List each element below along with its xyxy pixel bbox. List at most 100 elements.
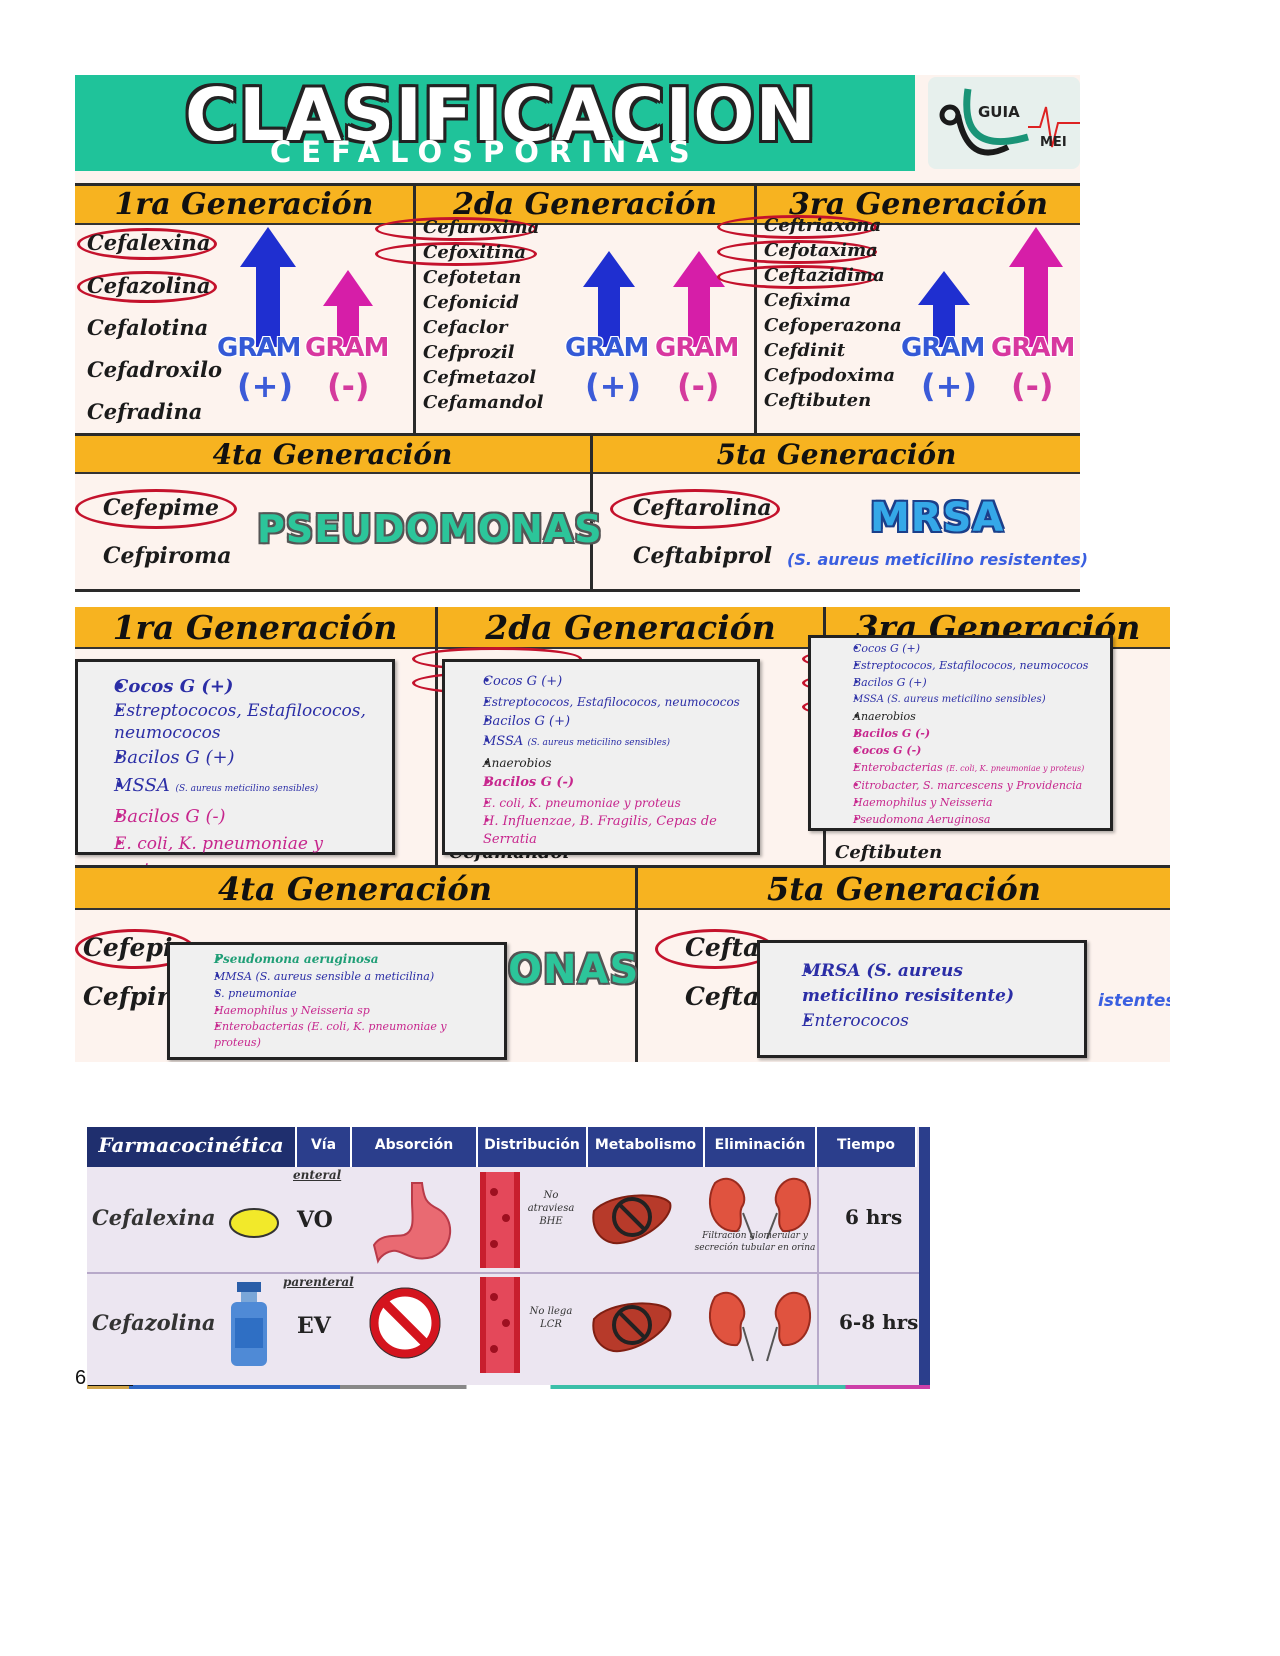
highlight-oval [375,242,537,266]
spectrum-panel: 1ra Generación 2da Generación 3ra Genera… [75,607,1170,1062]
scroll-edge [919,1127,930,1385]
header-metabolismo: Metabolismo [588,1127,705,1167]
spectrum-item: Enterococos [802,1009,1084,1034]
drug-ceftazidima: Ceftazidima [764,265,885,286]
gen2-header: 2da Generación [438,607,823,649]
pseudomonas-label-partial: ONAS [508,947,640,993]
spectrum-item: Haemophilus y Neisseria [853,794,1110,811]
drug-cefoxitina: Cefoxitina [423,242,526,263]
guia-medica-logo: GUIA MEI [928,77,1080,169]
divider [590,433,593,592]
header-farmacocinetica: Farmacocinética [87,1127,297,1167]
vial-icon [231,1282,267,1366]
gram-negative-sign: (-) [1011,367,1054,405]
highlight-oval [77,228,217,260]
spectrum-item: Cocos G (+) [114,674,392,700]
spectrum-item: Bacilos G (-) [853,725,1110,742]
gram-negative-sign: (-) [327,367,370,405]
spectrum-item: MMSA (S. aureus sensible a meticilina) [214,968,504,985]
gen1-spectrum-popup: Cocos G (+) Estreptococos, Estafilococos… [75,659,395,880]
drug-cefonicid: Cefonicid [423,292,519,313]
divider [75,865,1170,868]
drug-cefprozil: Cefprozil [423,342,515,363]
spectrum-item: Estreptococos, Estafilococos, neumococos [114,700,392,744]
divider [75,589,1080,592]
spectrum-item: H. Influenzae, B. Fragilis, Cepas de Ser… [483,813,723,849]
gram-positive-sign: (+) [237,367,294,405]
spectrum-item: Estreptococos, Estafilococos, neumococos [483,692,757,712]
drug-cefoperazona: Cefoperazona [764,315,902,336]
spectrum-item: Anaerobios [483,753,757,773]
drug-cefepime: Cefepime [103,495,219,521]
mrsa-note: (S. aureus meticilino resistentes) [787,550,1088,569]
gram-negative-label: GRAM [991,333,1075,363]
spectrum-item: S. pneumoniae [214,985,504,1002]
drug-ceftabiprol: Ceftabiprol [633,543,773,569]
gram-positive-arrow-icon [918,271,970,347]
spectrum-item: Cocos G (+) [853,640,1110,657]
gen5-spectrum-popup: MRSA (S. aureus meticilino resisitente) … [757,940,1087,1058]
drug-cefotaxima: Cefotaxima [764,240,878,261]
drug-cefdinit: Cefdinit [764,340,846,361]
spectrum-item: Bacilos G (+) [853,674,1110,691]
spectrum-item: MSSA (S. aureus meticilino sensibles) [483,732,757,753]
drug-cefaclor: Cefaclor [423,317,508,338]
spectrum-item: Pseudomona aeruginosa [214,951,504,968]
gram-negative-label: GRAM [305,333,389,363]
pseudomonas-label: PSEUDOMONAS [257,507,603,551]
spectrum-item: E. coli, K. pneumoniae y proteus [483,793,757,813]
spectrum-item: Cocos G (-) [853,742,1110,759]
drug-ceftibuten-partial: Ceftibuten [835,842,943,863]
gen4-header: 4ta Generación [75,868,635,910]
distribution-note: No atraviesa BHE [527,1190,575,1227]
highlight-oval [610,489,780,529]
spectrum-item: Haemophilus y Neisseria sp [214,1002,504,1019]
stethoscope-icon [939,88,1080,156]
header-distribucion: Distribución [478,1127,588,1167]
oral-tablet-icon [229,1208,279,1238]
stomach-icon [372,1182,452,1264]
gen2-spectrum-popup: Cocos G (+) Estreptococos, Estafilococos… [442,659,760,855]
highlight-oval [717,265,877,289]
no-absorption-icon [369,1287,441,1359]
page-number: 6 [75,1367,87,1389]
drug-cefalexina: Cefalexina [92,1205,216,1230]
gen5-header: 5ta Generación [638,868,1170,910]
gram-negative-arrow-icon [1009,227,1063,347]
drug-cefalexina: Cefalexina [87,230,211,255]
drug-cefradina: Cefradina [87,399,203,424]
spectrum-item: Cocos G (+) [483,672,757,692]
drug-cefpiroma: Cefpiroma [103,543,232,569]
gen4-header: 4ta Generación [75,436,590,474]
logo-text-med: MEI [1040,135,1067,150]
logo-text-guia: GUIA [978,103,1020,121]
highlight-oval [75,489,237,529]
gram-positive-arrow-icon [583,251,635,347]
spectrum-item: Estreptococos, Estafilococos, neumococos [853,657,1110,674]
via-ev: EV [297,1313,331,1339]
gram-positive-label: GRAM [901,333,985,363]
liver-no-metabolism-icon [592,1194,672,1245]
via-tag-parenteral: parenteral [283,1275,354,1289]
row-divider [87,1272,919,1274]
spectrum-item: MSSA (S. aureus meticilino sensibles) [114,772,392,803]
pharmacokinetics-table: Farmacocinética Vía Absorción Distribuci… [87,1127,930,1385]
gram-negative-sign: (-) [677,367,720,405]
spectrum-item: Anaerobios [853,708,1110,725]
classification-panel: CLASIFICACION CEFALOSPORINAS GUIA MEI 1r… [75,73,1088,592]
spectrum-item: Bacilos G (-) [483,773,757,793]
liver-no-metabolism-icon [592,1302,672,1353]
gen1-header: 1ra Generación [75,607,435,649]
highlight-oval [375,217,537,241]
via-vo: VO [297,1207,333,1233]
drug-ceftriaxona: Ceftriaxona [764,215,882,236]
drug-cefpodoxima: Cefpodoxima [764,365,895,386]
mrsa-label: MRSA [870,495,1005,541]
gram-negative-arrow-icon [323,270,373,347]
spectrum-item: Bacilos G (-) [114,803,392,831]
gram-positive-sign: (+) [585,367,642,405]
gram-positive-sign: (+) [921,367,978,405]
gen1-header: 1ra Generación [75,185,413,225]
header-absorcion: Absorción [352,1127,478,1167]
gram-positive-arrow-icon [240,227,296,347]
